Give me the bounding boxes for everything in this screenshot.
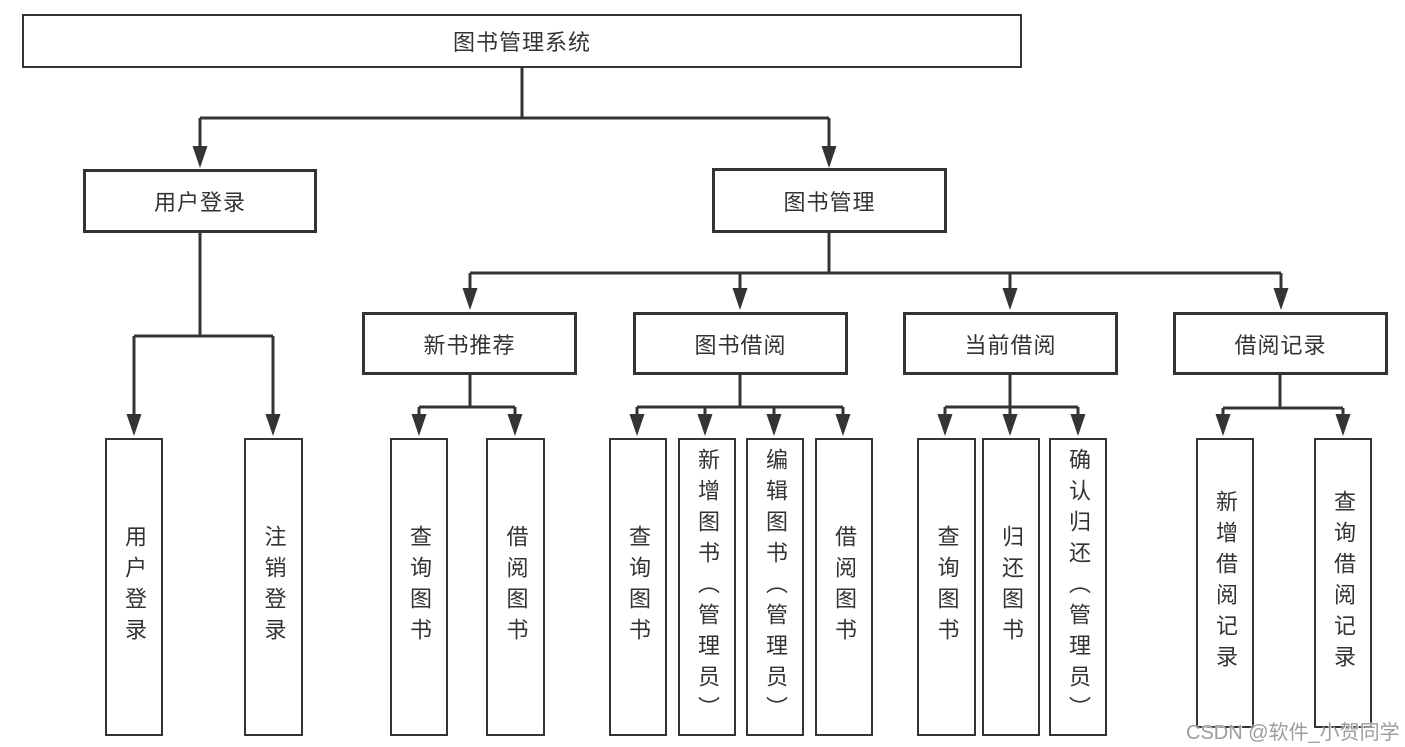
leaf-nbr-query-books: 查询图书: [390, 438, 448, 736]
node-root-label: 图书管理系统: [452, 30, 591, 55]
leaf-user-login-label: 用户登录: [122, 525, 147, 649]
connector-newbook-to-leaves: [417, 375, 517, 416]
leaf-bb-edit-books-admin-label: 编辑图书（管理员）: [763, 447, 788, 727]
leaf-nbr-query-books-label: 查询图书: [407, 525, 432, 649]
leaf-cb-return-books-label: 归还图书: [999, 525, 1024, 649]
leaf-logout: 注销登录: [244, 438, 303, 736]
leaf-bb-query-books: 查询图书: [609, 438, 667, 736]
connector-bookborrow-to-leaves: [635, 375, 845, 416]
node-borrow-records: 借阅记录: [1173, 312, 1388, 375]
node-book-borrow-label: 图书借阅: [694, 332, 787, 358]
leaf-br-add-record-label: 新增借阅记录: [1213, 490, 1238, 676]
node-book-management-label: 图书管理: [783, 189, 876, 215]
leaf-nbr-borrow-books-label: 借阅图书: [503, 525, 529, 649]
leaf-br-query-record: 查询借阅记录: [1314, 438, 1372, 728]
leaf-bb-borrow-books-label: 借阅图书: [832, 525, 857, 649]
node-new-book-recommend: 新书推荐: [362, 312, 577, 375]
node-current-borrow-label: 当前借阅: [964, 332, 1057, 358]
node-book-borrow: 图书借阅: [633, 312, 848, 375]
leaf-cb-confirm-return-admin-label: 确认归还（管理员）: [1066, 447, 1091, 727]
leaf-logout-label: 注销登录: [261, 525, 287, 649]
leaf-bb-edit-books-admin: 编辑图书（管理员）: [746, 438, 804, 736]
connector-currentborrow-to-leaves: [943, 375, 1080, 416]
leaf-cb-query-books-label: 查询图书: [934, 525, 960, 649]
connector-root-to-level2: [198, 68, 831, 148]
leaf-nbr-borrow-books: 借阅图书: [486, 438, 545, 736]
leaf-cb-confirm-return-admin: 确认归还（管理员）: [1049, 438, 1107, 736]
leaf-br-add-record: 新增借阅记录: [1196, 438, 1254, 728]
node-user-login-branch-label: 用户登录: [153, 190, 246, 215]
node-borrow-records-label: 借阅记录: [1234, 332, 1327, 358]
connector-records-to-leaves: [1221, 375, 1345, 416]
leaf-bb-add-books-admin: 新增图书（管理员）: [678, 438, 736, 736]
connector-userlogin-to-leaves: [132, 233, 275, 416]
node-root: 图书管理系统: [22, 14, 1022, 68]
node-user-login-branch: 用户登录: [83, 169, 317, 233]
node-new-book-recommend-label: 新书推荐: [423, 332, 516, 358]
leaf-br-query-record-label: 查询借阅记录: [1331, 490, 1356, 676]
node-current-borrow: 当前借阅: [903, 312, 1118, 375]
connector-bookmgmt-to-level3: [468, 233, 1283, 290]
watermark-text: CSDN @软件_小贺同学: [1186, 722, 1400, 744]
node-book-management: 图书管理: [712, 168, 947, 233]
leaf-bb-add-books-admin-label: 新增图书（管理员）: [695, 447, 720, 727]
leaf-user-login: 用户登录: [105, 438, 163, 736]
arrowheads: [126, 146, 1351, 436]
leaf-cb-query-books: 查询图书: [917, 438, 976, 736]
leaf-bb-query-books-label: 查询图书: [626, 525, 651, 649]
leaf-cb-return-books: 归还图书: [982, 438, 1040, 736]
leaf-bb-borrow-books: 借阅图书: [815, 438, 873, 736]
